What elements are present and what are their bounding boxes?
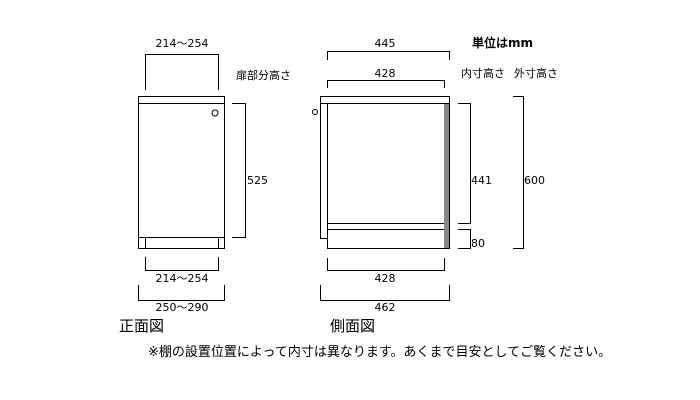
side-inner-depth-bottom-bracket xyxy=(327,258,445,271)
front-view xyxy=(138,54,246,301)
side-top-board xyxy=(320,96,450,104)
front-top-width-bracket xyxy=(145,54,219,90)
base-height-value: 80 xyxy=(471,237,485,250)
inner-height-bracket xyxy=(458,103,471,224)
side-door-panel xyxy=(320,103,328,239)
outer-height-value: 600 xyxy=(524,174,545,187)
side-outer-depth-bracket xyxy=(327,51,450,60)
side-outer-depth-bottom-label: 462 xyxy=(374,301,396,314)
side-inner-depth-bottom-label: 428 xyxy=(374,272,396,285)
side-outer-depth-bottom-bracket xyxy=(320,285,450,301)
front-inner-width-label: 214〜254 xyxy=(155,272,209,285)
side-cabinet-body xyxy=(327,103,450,249)
base-height-bracket xyxy=(458,229,471,249)
unit-label: 単位はmm xyxy=(472,36,534,50)
front-outer-width-label: 250〜290 xyxy=(155,301,209,314)
disclaimer-note: ※棚の設置位置によって内寸は異なります。あくまで目安としてご覧ください。 xyxy=(148,345,612,360)
side-outer-depth-label: 445 xyxy=(374,37,396,50)
front-inner-width-bracket xyxy=(145,257,219,271)
inner-height-value: 441 xyxy=(471,174,492,187)
front-view-title: 正面図 xyxy=(119,317,165,335)
side-back-strip xyxy=(444,104,449,248)
inner-height-caption: 内寸高さ xyxy=(461,67,505,80)
door-knob-icon xyxy=(211,109,219,117)
side-view-title: 側面図 xyxy=(330,317,376,335)
side-inner-depth-label: 428 xyxy=(374,67,396,80)
front-cabinet-body xyxy=(138,96,225,249)
front-outer-width-bracket xyxy=(138,285,225,301)
side-view xyxy=(312,51,524,301)
outer-height-bracket xyxy=(513,96,524,249)
side-inner-depth-bracket xyxy=(327,80,445,88)
door-height-bracket xyxy=(232,103,246,238)
door-height-value: 525 xyxy=(247,174,268,187)
front-top-width-label: 214〜254 xyxy=(155,37,209,50)
side-knob-icon xyxy=(312,109,318,115)
door-height-caption: 扉部分高さ xyxy=(236,69,291,82)
outer-height-caption: 外寸高さ xyxy=(514,67,558,80)
